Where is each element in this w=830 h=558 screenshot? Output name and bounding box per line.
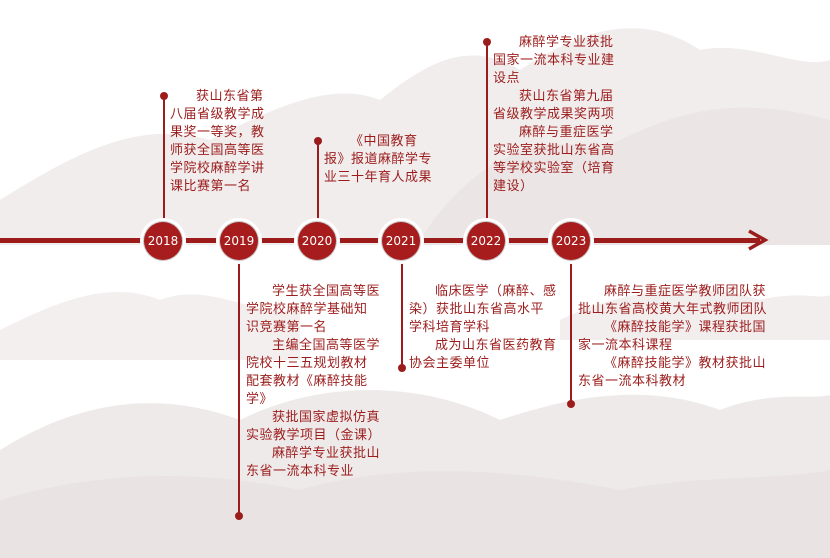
milestone-text: 麻醉学专业获批山东省一流本科专业 [246, 446, 381, 479]
milestone-text: 《中国教育报》报道麻醉学专业三十年育人成果 [324, 134, 433, 185]
year-label: 2019 [220, 222, 258, 260]
milestone-text: 学生获全国高等医学院校麻醉学基础知识竞赛第一名 [246, 284, 381, 335]
milestones-2022: 麻醉学专业获批国家一流本科专业建设点 获山东省第九届省级教学成果奖两项 麻醉与重… [493, 34, 617, 196]
stem-dot-2023 [567, 400, 575, 408]
milestones-2023: 麻醉与重症医学教师团队获批山东省高校黄大年式教师团队 《麻醉技能学》课程获批国家… [578, 283, 778, 391]
stem-2020 [317, 141, 319, 222]
year-node-2019: 2019 [216, 218, 262, 264]
stem-2021 [401, 262, 403, 368]
milestone-text: 成为山东省医药教育协会主委单位 [409, 338, 557, 371]
stem-dot-2022 [483, 38, 491, 46]
year-node-2021: 2021 [378, 218, 424, 264]
stem-dot-2019 [235, 512, 243, 520]
arrow-head-icon [748, 229, 769, 251]
year-node-2018: 2018 [140, 218, 186, 264]
year-node-2022: 2022 [463, 218, 509, 264]
milestone-text: 获山东省第八届省级教学成果奖一等奖，教师获全国高等医学院校麻醉学讲课比赛第一名 [170, 89, 265, 194]
milestone-text: 临床医学（麻醉、感染）获批山东省高水平学科培育学科 [409, 284, 557, 335]
stem-2023 [570, 262, 572, 404]
milestone-text: 主编全国高等医学院校十三五规划教材配套教材《麻醉技能学》 [246, 338, 381, 407]
stem-dot-2021 [398, 364, 406, 372]
milestone-text: 麻醉学专业获批国家一流本科专业建设点 [493, 35, 615, 86]
milestones-2020: 《中国教育报》报道麻醉学专业三十年育人成果 [324, 133, 436, 187]
milestone-text: 获山东省第九届省级教学成果奖两项 [493, 89, 615, 122]
year-label: 2022 [467, 222, 505, 260]
year-label: 2021 [382, 222, 420, 260]
milestone-text: 麻醉与重症医学实验室获批山东省高等学校实验室（培育建设） [493, 125, 615, 194]
milestones-2018: 获山东省第八届省级教学成果奖一等奖，教师获全国高等医学院校麻醉学讲课比赛第一名 [170, 88, 266, 196]
year-label: 2018 [144, 222, 182, 260]
year-node-2023: 2023 [548, 218, 594, 264]
milestone-text: 获批国家虚拟仿真实验教学项目（金课） [246, 410, 382, 443]
year-node-2020: 2020 [294, 218, 340, 264]
year-label: 2023 [552, 222, 590, 260]
milestone-text: 《麻醉技能学》课程获批国家一流本科课程 [578, 320, 767, 353]
milestone-text: 麻醉与重症医学教师团队获批山东省高校黄大年式教师团队 [578, 284, 768, 317]
stem-dot-2018 [160, 92, 168, 100]
year-label: 2020 [298, 222, 336, 260]
milestones-2021: 临床医学（麻醉、感染）获批山东省高水平学科培育学科 成为山东省医药教育协会主委单… [409, 283, 557, 373]
milestones-2019: 学生获全国高等医学院校麻醉学基础知识竞赛第一名 主编全国高等医学院校十三五规划教… [246, 283, 382, 481]
milestone-text: 《麻醉技能学》教材获批山东省一流本科教材 [578, 356, 767, 389]
stem-2018 [163, 96, 165, 222]
stem-2019 [238, 262, 240, 516]
stem-2022 [486, 42, 488, 222]
stem-dot-2020 [314, 137, 322, 145]
